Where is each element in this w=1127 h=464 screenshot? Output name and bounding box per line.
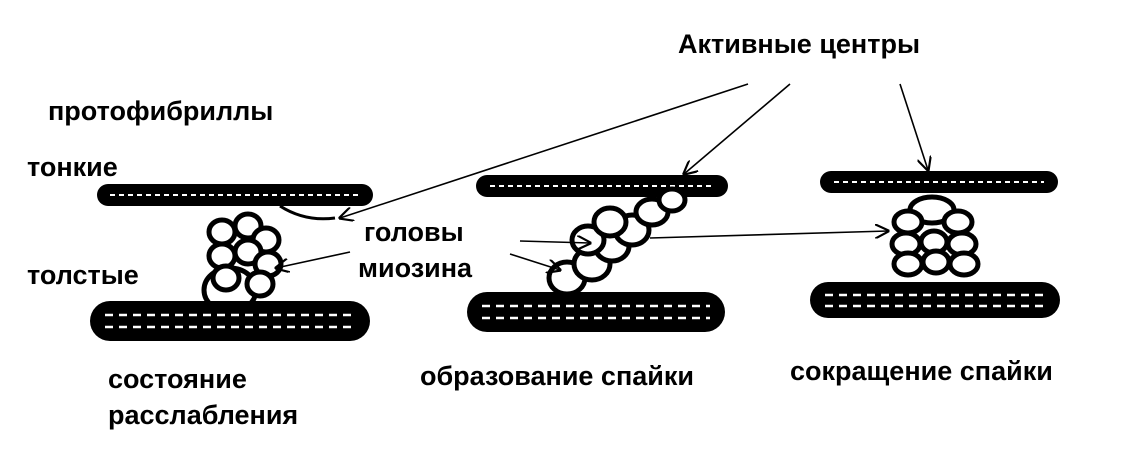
thin-filament-3 bbox=[820, 171, 1058, 193]
myosin-pointer-3 bbox=[509, 253, 560, 270]
active-center-pointer-3 bbox=[899, 83, 928, 170]
label-relaxation-line2: расслабления bbox=[108, 400, 299, 430]
thick-filament-3 bbox=[810, 282, 1060, 318]
label-protofibrils: протофибриллы bbox=[48, 96, 274, 126]
label-adhesion-contraction: сокращение спайки bbox=[790, 356, 1053, 386]
label-active-centers: Активные центры bbox=[678, 29, 921, 59]
label-thin: тонкие bbox=[27, 152, 118, 182]
thin-filament-1 bbox=[97, 184, 373, 221]
myosin-pointer-4 bbox=[649, 231, 888, 239]
active-center-pointer-2 bbox=[684, 83, 791, 174]
myosin-heads-1 bbox=[201, 211, 284, 315]
label-adhesion-formation: образование спайки bbox=[420, 361, 694, 391]
thick-filament-1 bbox=[90, 301, 370, 341]
myosin-heads-2 bbox=[546, 186, 688, 297]
pointer-lines bbox=[276, 83, 928, 270]
myosin-pointer-2 bbox=[519, 241, 590, 243]
myosin-pointer-1 bbox=[276, 251, 351, 268]
label-thick: толстые bbox=[27, 260, 139, 290]
label-relaxation-line1: состояние bbox=[108, 364, 247, 394]
label-myosin-heads-line2: миозина bbox=[358, 253, 473, 283]
label-myosin-heads-line1: головы bbox=[364, 217, 464, 247]
thin-filament-2 bbox=[476, 175, 728, 197]
stage-adhesion-formation bbox=[467, 175, 728, 332]
myosin-heads-3 bbox=[889, 194, 981, 278]
stage-relaxation bbox=[90, 184, 373, 341]
thick-filament-2 bbox=[467, 292, 725, 332]
stage-adhesion-contraction bbox=[810, 171, 1060, 318]
active-center-pointer-1 bbox=[340, 83, 749, 218]
